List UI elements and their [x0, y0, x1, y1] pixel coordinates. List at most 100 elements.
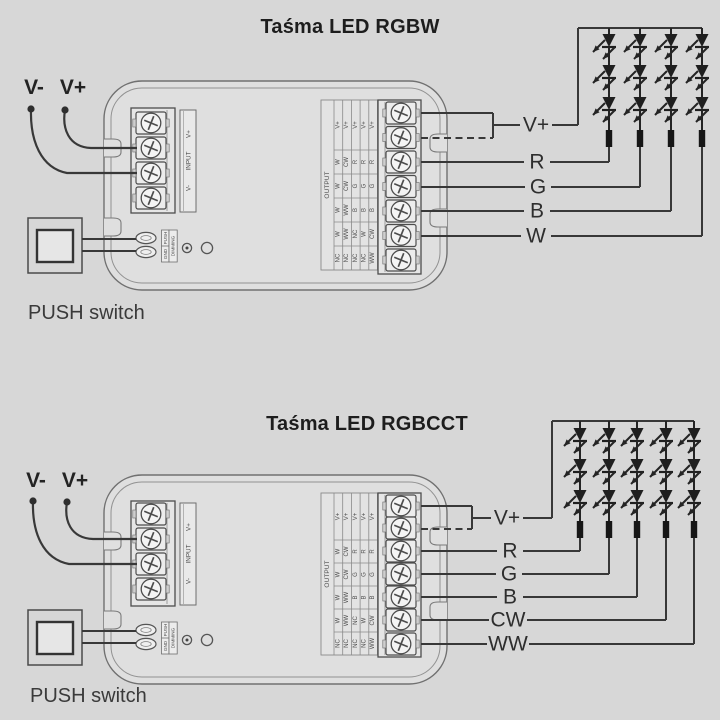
- led-emission-arrowhead: [655, 45, 662, 52]
- led-emission-arrowhead: [621, 501, 628, 508]
- screw-cross-line: [397, 105, 405, 121]
- case-wire-notch: [429, 526, 447, 546]
- wire-clamp-slot: [165, 168, 170, 178]
- led-diode-icon: [602, 97, 616, 110]
- output-table-cell: WW: [344, 204, 350, 216]
- controller-inner-outline: [110, 87, 441, 284]
- status-led-dot-icon: [185, 246, 189, 250]
- output-table-cell: V+: [335, 512, 341, 520]
- case-wire-notch: [104, 217, 122, 237]
- screw-cross-line: [397, 228, 405, 243]
- resistor-icon: [667, 130, 675, 147]
- screw-cross-icon: [393, 566, 409, 582]
- screw-cross-icon: [393, 636, 409, 652]
- dim-label-dimming: DIMMING: [171, 235, 176, 256]
- led-diode-icon: [659, 490, 673, 503]
- screw-cross-icon: [393, 130, 409, 145]
- wire-clamp-slot: [382, 157, 387, 167]
- resistor-icon: [605, 521, 613, 538]
- led-emission-arrowhead: [686, 108, 693, 115]
- led-diode-icon: [695, 65, 709, 78]
- screw-cross-icon: [393, 228, 409, 243]
- output-table-cell: G: [370, 183, 376, 188]
- output-table-cell: V+: [344, 512, 350, 520]
- led-emission-arrowhead: [574, 477, 581, 484]
- input-strip-vplus: V+: [186, 523, 193, 531]
- output-table-cell: NC: [361, 253, 367, 262]
- output-label-table: [320, 492, 378, 656]
- output-table-cell: CW: [370, 615, 376, 625]
- output-label-table: [320, 99, 378, 271]
- output-table-cell: W: [335, 183, 341, 189]
- round-button-icon: [200, 633, 214, 647]
- output-table-cell: R: [353, 159, 359, 164]
- screw-cross-icon: [393, 589, 409, 605]
- input-vplus-label: V+: [59, 76, 87, 99]
- led-diode-icon: [659, 459, 673, 472]
- diagram-title-rgbw: Taśma LED RGBW: [260, 16, 440, 38]
- led-diode-icon: [602, 65, 616, 78]
- screw-cross-icon: [143, 140, 159, 156]
- dim-label-dimming: DIMMING: [171, 627, 176, 648]
- led-emission-arrowhead: [593, 439, 600, 446]
- resistor-icon: [636, 130, 644, 147]
- output-table-cell: W: [335, 571, 341, 577]
- led-diode-icon: [664, 65, 678, 78]
- led-emission-arrowhead: [564, 439, 571, 446]
- led-emission-arrowhead: [650, 470, 657, 477]
- wire-clamp-slot: [165, 118, 170, 128]
- output-table-cell: G: [353, 183, 359, 188]
- led-emission-arrowhead: [678, 439, 685, 446]
- led-emission-arrowhead: [660, 508, 667, 515]
- screw-cross-icon: [393, 154, 409, 170]
- output-table-cell: V+: [370, 512, 376, 520]
- push-switch-label: PUSH switch: [30, 685, 147, 707]
- dim-label-push: PUSH: [163, 232, 168, 245]
- led-emission-arrowhead: [631, 477, 638, 484]
- terminal-slot-icon: [140, 235, 152, 241]
- led-emission-arrowhead: [696, 83, 703, 90]
- led-emission-arrowhead: [593, 501, 600, 508]
- vplus-input-wire: [65, 501, 137, 541]
- wire-clamp-slot: [415, 501, 420, 511]
- wire-clamp-slot: [382, 206, 387, 216]
- wire-clamp-slot: [165, 534, 170, 544]
- wire-clamp-slot: [415, 592, 420, 602]
- led-emission-arrowhead: [696, 52, 703, 59]
- wire-label-r: R: [529, 151, 544, 174]
- output-table-cell: R: [370, 159, 376, 164]
- led-emission-arrowhead: [655, 108, 662, 115]
- led-diode-icon: [633, 65, 647, 78]
- wire-clamp-slot: [415, 615, 420, 625]
- wire-clamp-slot: [165, 509, 170, 519]
- screw-cross-line: [147, 190, 155, 206]
- output-table-cell: R: [361, 159, 367, 164]
- output-table-header: OUTPUT: [324, 560, 331, 587]
- dim-label-gnd: GND: [163, 248, 168, 259]
- led-diode-icon: [630, 490, 644, 503]
- screw-cross-icon: [143, 115, 159, 131]
- output-table-cell: W: [361, 617, 367, 623]
- led-emission-arrowhead: [621, 439, 628, 446]
- led-diode-icon: [602, 34, 616, 47]
- led-emission-arrowhead: [593, 45, 600, 52]
- wire-clamp-slot: [165, 143, 170, 153]
- wire-clamp-slot: [415, 133, 420, 142]
- screw-cross-icon: [143, 581, 159, 597]
- screw-cross-line: [397, 612, 405, 628]
- output-table-cell: NC: [353, 253, 359, 262]
- wire-label-r: R: [502, 540, 517, 563]
- wire-label-g: G: [501, 563, 517, 586]
- output-table-cell: CW: [344, 569, 350, 579]
- led-emission-arrowhead: [564, 501, 571, 508]
- screw-cross-line: [147, 115, 155, 131]
- screw-cross-line: [147, 165, 155, 181]
- output-table-cell: W: [335, 548, 341, 554]
- resistor-icon: [690, 521, 698, 538]
- vplus-input-wire: [63, 109, 137, 150]
- output-table-cell: B: [353, 595, 359, 599]
- wire-clamp-slot: [415, 182, 420, 191]
- led-emission-arrowhead: [678, 470, 685, 477]
- wire-label-b: B: [503, 586, 517, 609]
- output-table-cell: B: [353, 208, 359, 212]
